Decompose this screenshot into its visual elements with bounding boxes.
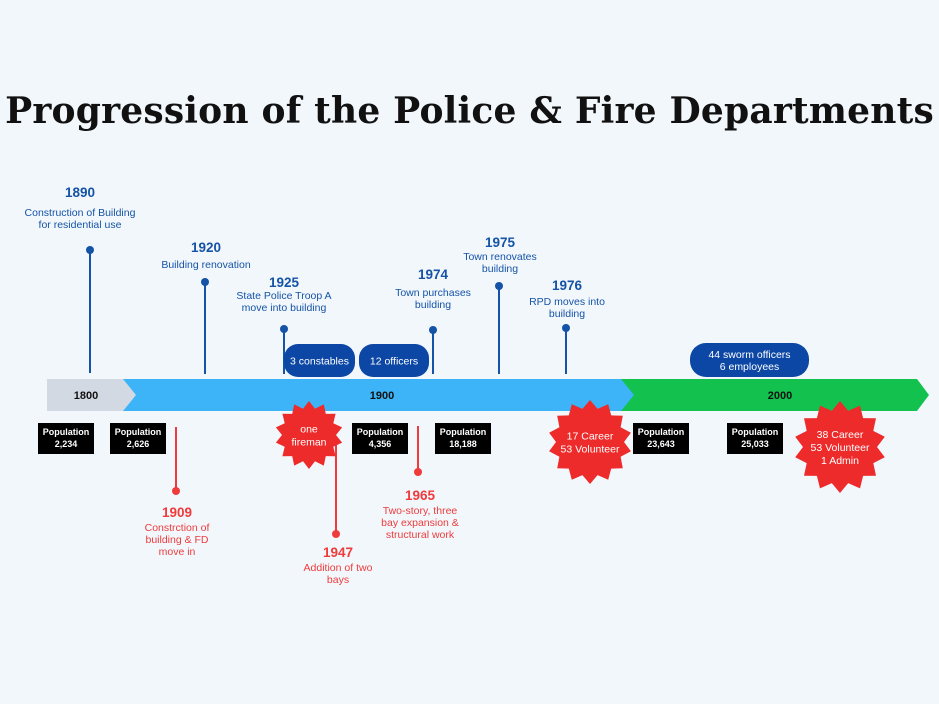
population-label: Population bbox=[732, 427, 779, 437]
staff-count-label: 12 officers bbox=[370, 356, 418, 368]
population-value: 25,033 bbox=[741, 439, 769, 449]
population-box bbox=[435, 423, 491, 454]
event-description: building bbox=[415, 299, 451, 311]
fire-staff-burst bbox=[549, 400, 631, 484]
event-marker-dot bbox=[201, 278, 209, 286]
event-year: 1975 bbox=[485, 235, 516, 250]
event-year: 1947 bbox=[323, 545, 353, 560]
page-title: Progression of the Police & Fire Departm… bbox=[5, 90, 934, 132]
staff-count-label: 44 sworm officers bbox=[708, 349, 790, 361]
event-description: State Police Troop A bbox=[236, 290, 331, 302]
fire-staff-label: 38 Career bbox=[817, 429, 864, 441]
event-description: building & FD bbox=[145, 534, 208, 546]
era-2000-segment bbox=[621, 379, 929, 411]
fire-staff-label: one bbox=[300, 424, 318, 436]
staff-count-pill bbox=[284, 344, 355, 377]
fire-staff-label: 53 Volunteer bbox=[561, 444, 620, 456]
event-year: 1920 bbox=[191, 240, 221, 255]
staff-count-label: 3 constables bbox=[290, 356, 349, 368]
event-description: building bbox=[549, 308, 585, 320]
fire-staff-label: 17 Career bbox=[567, 431, 614, 443]
event-description: structural work bbox=[386, 529, 455, 541]
population-value: 2,626 bbox=[127, 439, 150, 449]
era-label: 1800 bbox=[74, 390, 98, 402]
population-box bbox=[352, 423, 408, 454]
event-year: 1974 bbox=[418, 267, 449, 282]
event-description: for residential use bbox=[39, 219, 122, 231]
event-marker-dot bbox=[414, 468, 422, 476]
event-year: 1909 bbox=[162, 505, 192, 520]
staff-count-pill bbox=[690, 343, 809, 377]
fire-staff-label: 1 Admin bbox=[821, 455, 859, 467]
era-1800-segment bbox=[47, 379, 137, 411]
population-box bbox=[727, 423, 783, 454]
fire-staff-burst bbox=[275, 401, 343, 469]
population-value: 23,643 bbox=[647, 439, 675, 449]
event-year: 1965 bbox=[405, 488, 436, 503]
event-marker-dot bbox=[495, 282, 503, 290]
population-value: 2,234 bbox=[55, 439, 78, 449]
event-description: Two-story, three bbox=[383, 505, 458, 517]
event-year: 1925 bbox=[269, 275, 300, 290]
population-label: Population bbox=[115, 427, 162, 437]
event-marker-dot bbox=[562, 324, 570, 332]
event-year: 1890 bbox=[65, 185, 95, 200]
fire-staff-label: 53 Volunteer bbox=[811, 442, 870, 454]
population-label: Population bbox=[43, 427, 90, 437]
fire-staff-burst bbox=[795, 401, 885, 493]
population-box bbox=[633, 423, 689, 454]
fire-staff-label: fireman bbox=[291, 437, 326, 449]
event-description: bay expansion & bbox=[381, 517, 459, 529]
event-description: building bbox=[482, 263, 518, 275]
population-label: Population bbox=[357, 427, 404, 437]
event-description: Construction of Building bbox=[25, 207, 136, 219]
population-box bbox=[38, 423, 94, 454]
staff-count-pill bbox=[359, 344, 429, 377]
event-marker-dot bbox=[86, 246, 94, 254]
event-description: Town purchases bbox=[395, 287, 471, 299]
population-value: 4,356 bbox=[369, 439, 392, 449]
population-label: Population bbox=[638, 427, 685, 437]
event-description: move into building bbox=[242, 302, 327, 314]
event-marker-dot bbox=[172, 487, 180, 495]
population-box bbox=[110, 423, 166, 454]
era-1900-segment bbox=[123, 379, 635, 411]
event-description: Constrction of bbox=[145, 522, 210, 534]
event-description: RPD moves into bbox=[529, 296, 605, 308]
event-description: bays bbox=[327, 574, 349, 586]
event-marker-dot bbox=[332, 530, 340, 538]
event-description: Addition of two bbox=[304, 562, 373, 574]
event-description: Building renovation bbox=[161, 259, 250, 271]
population-label: Population bbox=[440, 427, 487, 437]
era-label: 2000 bbox=[768, 390, 792, 402]
event-marker-dot bbox=[429, 326, 437, 334]
event-year: 1976 bbox=[552, 278, 583, 293]
event-description: Town renovates bbox=[463, 251, 537, 263]
population-value: 18,188 bbox=[449, 439, 477, 449]
event-marker-dot bbox=[280, 325, 288, 333]
staff-count-label: 6 employees bbox=[720, 361, 780, 373]
event-description: move in bbox=[159, 546, 196, 558]
era-label: 1900 bbox=[370, 390, 394, 402]
